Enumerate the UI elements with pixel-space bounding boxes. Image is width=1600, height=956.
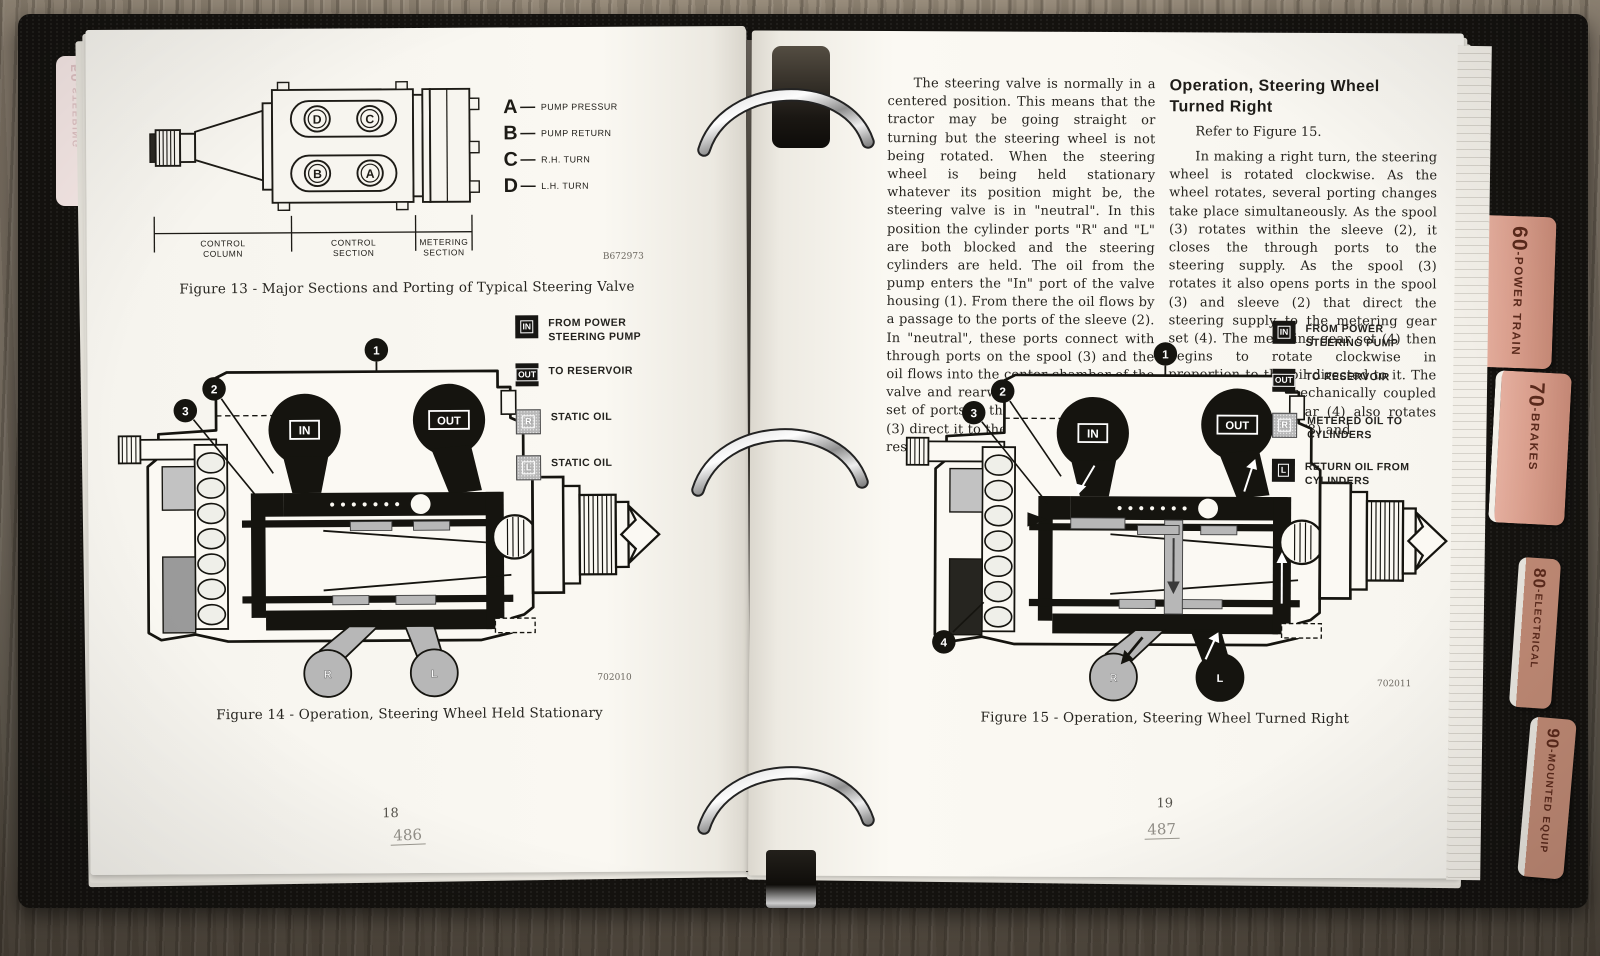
out-legend-icon: OUT <box>515 363 539 387</box>
in-port-label: IN <box>1087 428 1099 441</box>
legend-letter-c: C <box>503 149 517 171</box>
callout-3: 3 <box>182 405 189 418</box>
section-label-1b: COLUMN <box>203 249 243 259</box>
r-port-label: R <box>324 669 332 681</box>
l-port-label: L <box>1217 673 1224 685</box>
section-label-2b: SECTION <box>333 248 375 258</box>
r-legend-label: METERED OIL TO CYLINDERS <box>1307 414 1403 441</box>
l-legend-icon: L <box>516 455 542 481</box>
tab-70-brakes: 70-BRAKES <box>1488 370 1572 526</box>
legend-label-a: PUMP PRESSURE <box>541 102 619 113</box>
callout-1: 1 <box>373 344 380 357</box>
r-port-label: R <box>1109 672 1117 684</box>
figure15-caption: Figure 15 - Operation, Steering Wheel Tu… <box>980 709 1350 728</box>
legend-letter-b: B <box>503 122 517 144</box>
callout-2: 2 <box>211 383 218 396</box>
section-label-3a: METERING <box>419 237 468 247</box>
l-legend-label: STATIC OIL <box>551 456 613 470</box>
port-letter-c: C <box>365 112 374 126</box>
out-port-circle <box>412 383 486 457</box>
in-legend-label: FROM POWER STEERING PUMP <box>1305 322 1399 349</box>
shaft-arrow-tip <box>1406 511 1448 571</box>
section-label-3b: SECTION <box>423 247 465 257</box>
spline-hatch <box>158 130 176 166</box>
port-group-top <box>289 99 398 138</box>
l-port-label: L <box>431 668 438 680</box>
r-port-circle <box>1089 652 1138 702</box>
figure14-ref-number: 702010 <box>597 672 632 683</box>
left-page-number: 18 <box>382 806 399 822</box>
figure15-ref-number: 702011 <box>1376 679 1412 690</box>
out-legend-label: TO RESERVOIR <box>548 364 633 378</box>
figure14-caption: Figure 14 - Operation, Steering Wheel He… <box>216 704 603 724</box>
in-legend-icon: IN <box>1272 320 1296 344</box>
left-written-number: 486 <box>389 825 426 846</box>
callout-2: 2 <box>999 386 1006 399</box>
binder-ring-middle <box>691 428 869 497</box>
metering-gear-bearing <box>161 443 230 634</box>
legend-label-d: L.H. TURN <box>541 181 589 191</box>
legend-letter-a: A <box>503 96 517 118</box>
r-port-circle <box>303 649 353 698</box>
figure13-caption: Figure 13 - Major Sections and Porting o… <box>179 278 635 298</box>
port-group-bottom <box>290 154 398 193</box>
r-legend-icon: R <box>515 409 541 435</box>
oil-passages <box>1027 388 1301 635</box>
shaft-arrow-tip <box>619 504 661 565</box>
figure13-ref-number: B672973 <box>602 251 644 262</box>
figure14-diagram: IN OUT R L 1 2 3 <box>117 338 661 698</box>
in-legend-icon: IN <box>515 315 539 339</box>
right-page-number: 19 <box>1156 796 1174 812</box>
dimension-lines <box>153 214 473 253</box>
binder-spine-bottom <box>766 850 816 908</box>
port-letter-a: A <box>366 167 375 181</box>
output-shaft <box>491 389 661 634</box>
section-label-2a: CONTROL <box>331 237 376 247</box>
out-port-label: OUT <box>437 415 461 427</box>
figure14-callouts: 1 2 3 <box>173 338 389 502</box>
l-port-circle <box>1195 653 1245 702</box>
section-label-1a: CONTROL <box>200 238 245 248</box>
port-letter-b: B <box>313 167 322 181</box>
in-legend-label: FROM POWER STEERING PUMP <box>548 316 642 343</box>
out-legend-label: TO RESERVOIR <box>1305 370 1390 384</box>
figure15-callouts: 1 2 3 4 <box>932 342 1178 654</box>
metering-section-body <box>428 87 471 203</box>
left-page: D C B A A B C D PUMP PRESSURE PUMP RETUR… <box>85 25 751 876</box>
section-heading: Operation, Steering Wheel Turned Right <box>1169 77 1380 116</box>
legend-letter-d: D <box>504 175 518 197</box>
out-port-label: OUT <box>1225 420 1249 432</box>
flow-arrows <box>1075 459 1288 665</box>
figure15-diagram: IN OUT R L 1 2 3 4 <box>905 342 1448 702</box>
binder-ring-bottom <box>697 766 875 835</box>
l-legend-label: RETURN OIL FROM CYLINDERS <box>1304 460 1410 487</box>
port-letter-d: D <box>313 113 322 127</box>
r-legend-icon: R <box>1272 412 1298 438</box>
figure13-diagram: D C B A A B C D PUMP PRESSURE PUMP RETUR… <box>149 80 619 259</box>
out-legend-icon: OUT <box>1272 368 1296 392</box>
refer-line: Refer to Figure 15. <box>1195 124 1322 140</box>
l-port-circle <box>409 648 459 698</box>
output-shaft <box>1279 395 1448 639</box>
callout-3: 3 <box>970 407 977 420</box>
right-written-number: 487 <box>1144 819 1180 840</box>
in-port-label: IN <box>299 424 311 437</box>
in-port-circle <box>268 393 341 466</box>
legend-label-c: R.H. TURN <box>541 154 590 164</box>
metering-gear-bearing <box>948 446 1017 636</box>
callout-1: 1 <box>1162 348 1169 361</box>
out-port-circle <box>1201 388 1274 461</box>
control-column-taper <box>194 109 264 182</box>
r-legend-label: STATIC OIL <box>550 410 613 424</box>
legend-label-b: PUMP RETURN <box>541 128 611 138</box>
l-legend-icon: L <box>1271 458 1295 482</box>
right-page: The steering valve is normally in a cent… <box>748 30 1464 879</box>
figure15-legend: IN FROM POWER STEERING PUMP OUT TO RESER… <box>1271 320 1468 522</box>
callout-4: 4 <box>941 636 948 649</box>
binder-ring-top <box>697 88 875 157</box>
in-port-circle <box>1056 396 1129 470</box>
